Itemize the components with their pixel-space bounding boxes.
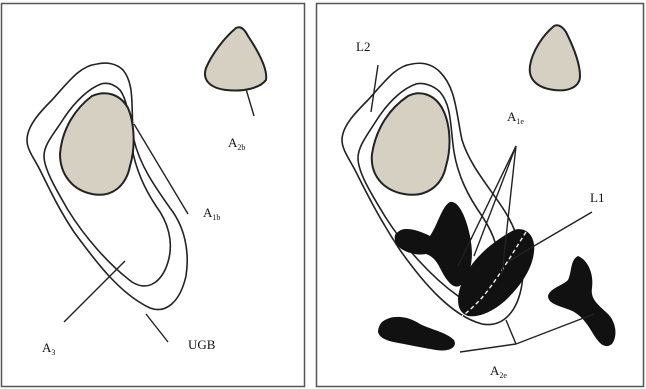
label-ugb: UGB xyxy=(188,337,216,352)
left-panel: A2b A1b A3 UGB xyxy=(2,4,305,387)
right-panel: L2 A1e L1 A2e xyxy=(317,4,644,387)
label-l2: L2 xyxy=(356,39,370,54)
label-l1: L1 xyxy=(590,190,604,205)
